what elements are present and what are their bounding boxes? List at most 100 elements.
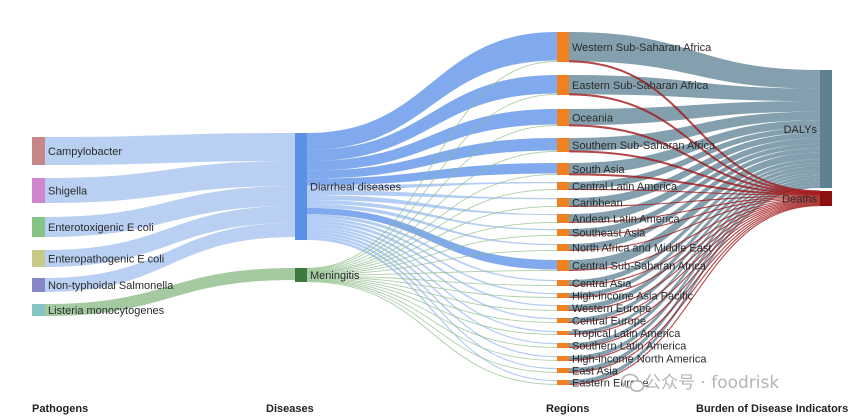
flow-diarrheal-high-income-asia-pacific: [307, 217, 557, 295]
label-east-asia: East Asia: [572, 366, 619, 378]
flow-deaths-central-asia: [568, 199, 821, 286]
flow-dalys-south-asia: [569, 120, 820, 175]
label-south-asia: South Asia: [572, 164, 625, 176]
node-eastern-europe: [557, 380, 569, 385]
flow-meningitis-caribbean: [306, 205, 558, 273]
node-meningitis: [295, 268, 307, 282]
wechat-icon: [621, 373, 645, 392]
label-listeria-monocytogenes: Listeria monocytogenes: [48, 305, 165, 317]
flow-dalys-andean-latin-america: [569, 138, 820, 223]
node-central-sub-saharan-africa: [557, 260, 569, 271]
flow-deaths-western-sub-saharan-africa: [568, 60, 821, 193]
flow-deaths-high-income-north-america: [568, 203, 821, 361]
flow-diarrheal-western-sub-saharan-africa: [307, 32, 557, 150]
node-southern-latin-america: [557, 343, 569, 348]
label-central-asia: Central Asia: [572, 278, 632, 290]
label-southeast-asia: Southeast Asia: [572, 228, 646, 240]
node-east-asia: [557, 368, 569, 373]
flow-dalys-western-europe: [569, 166, 820, 311]
label-tropical-latin-america: Tropical Latin America: [572, 328, 681, 340]
flow-meningitis-central-europe: [306, 277, 558, 323]
label-dalys: DALYs: [784, 124, 818, 136]
label-central-sub-saharan-africa: Central Sub-Saharan Africa: [572, 261, 707, 273]
node-high-income-north-america: [557, 356, 569, 361]
flow-deaths-southeast-asia: [568, 196, 821, 236]
node-shigella: [32, 178, 45, 203]
node-central-asia: [557, 280, 569, 286]
flow-dalys-southern-sub-saharan-africa: [569, 111, 820, 152]
flow-enteropathogenic-e-coli: [45, 206, 295, 267]
node-western-sub-saharan-africa: [557, 32, 569, 62]
flow-meningitis-central-sub-saharan-africa: [306, 269, 558, 276]
flow-diarrheal-east-asia: [307, 234, 557, 370]
column-label-regions: Regions: [546, 403, 589, 415]
node-enterotoxigenic-e-coli: [32, 217, 45, 237]
label-deaths: Deaths: [782, 194, 817, 206]
node-north-africa-and-middle-east: [557, 244, 569, 251]
column-label-indicators: Burden of Disease Indicators: [696, 403, 848, 415]
flow-diarrheal-southern-latin-america: [307, 228, 557, 345]
watermark-text: 公众号 · foodrisk: [644, 373, 779, 393]
flow-deaths-andean-latin-america: [568, 196, 821, 223]
label-eastern-europe: Eastern Europe: [572, 378, 648, 390]
node-central-latin-america: [557, 182, 569, 190]
label-andean-latin-america: Andean Latin America: [572, 214, 681, 226]
flow-diarrheal-central-latin-america: [307, 182, 557, 190]
flow-meningitis-eastern-sub-saharan-africa: [306, 93, 558, 270]
flow-dalys-caribbean: [569, 132, 820, 207]
flow-deaths-caribbean: [568, 195, 821, 207]
flow-dalys-central-europe: [569, 169, 820, 323]
label-southern-latin-america: Southern Latin America: [572, 341, 687, 353]
flow-dalys-high-income-asia-pacific: [569, 163, 820, 298]
label-high-income-north-america: High-income North America: [572, 354, 707, 366]
flow-deaths-oceania: [568, 124, 821, 194]
flow-dalys-southeast-asia: [569, 143, 820, 236]
node-dalys: [820, 70, 832, 188]
flow-deaths-southern-latin-america: [568, 202, 821, 348]
flow-meningitis-western-sub-saharan-africa: [306, 60, 558, 269]
node-southeast-asia: [557, 229, 569, 236]
flow-meningitis-central-latin-america: [306, 188, 558, 273]
flow-diarrheal-southeast-asia: [307, 200, 557, 231]
flow-deaths-east-asia: [568, 204, 821, 373]
label-meningitis: Meningitis: [310, 270, 360, 282]
flow-meningitis-tropical-latin-america: [306, 278, 558, 335]
flow-meningitis-east-asia: [306, 280, 558, 373]
node-caribbean: [557, 198, 569, 207]
column-label-diseases: Diseases: [266, 403, 314, 415]
flow-dalys-high-income-north-america: [569, 178, 820, 361]
watermark: 公众号 · foodrisk: [621, 373, 779, 393]
flow-diarrheal-western-europe: [307, 220, 557, 307]
node-central-europe: [557, 318, 569, 323]
flow-dalys-east-asia: [569, 181, 820, 373]
flow-diarrheal-central-europe: [307, 223, 557, 320]
flow-deaths-eastern-europe: [568, 205, 821, 385]
node-listeria-monocytogenes: [32, 304, 45, 316]
flow-meningitis-southern-latin-america: [306, 279, 558, 348]
flow-shigella: [45, 161, 295, 203]
flow-deaths-tropical-latin-america: [568, 202, 821, 335]
flow-non-typhoidal-salmonella: [45, 223, 295, 292]
node-high-income-asia-pacific: [557, 293, 569, 298]
label-enteropathogenic-e-coli: Enteropathogenic E coli: [48, 254, 164, 266]
flow-listeria-monocytogenes: [45, 268, 295, 316]
flow-deaths-central-latin-america: [568, 188, 821, 196]
flow-meningitis-south-asia: [306, 173, 558, 272]
flow-dalys-eastern-europe: [569, 184, 820, 385]
flow-deaths-high-income-asia-pacific: [568, 199, 821, 298]
node-oceania: [557, 109, 569, 126]
flow-diarrheal-south-asia: [307, 163, 557, 186]
label-oceania: Oceania: [572, 113, 614, 125]
label-central-europe: Central Europe: [572, 316, 646, 328]
flow-dalys-eastern-sub-saharan-africa: [569, 75, 820, 102]
column-label-pathogens: Pathogens: [32, 403, 88, 415]
node-enteropathogenic-e-coli: [32, 250, 45, 267]
node-tropical-latin-america: [557, 331, 569, 335]
flow-diarrheal-central-sub-saharan-africa: [307, 207, 557, 270]
flow-meningitis-andean-latin-america: [306, 221, 558, 274]
node-diarrheal-diseases: [295, 133, 307, 240]
flow-deaths-eastern-sub-saharan-africa: [568, 93, 821, 194]
flow-deaths-north-africa-and-middle-east: [568, 197, 821, 251]
node-south-asia: [557, 163, 569, 175]
